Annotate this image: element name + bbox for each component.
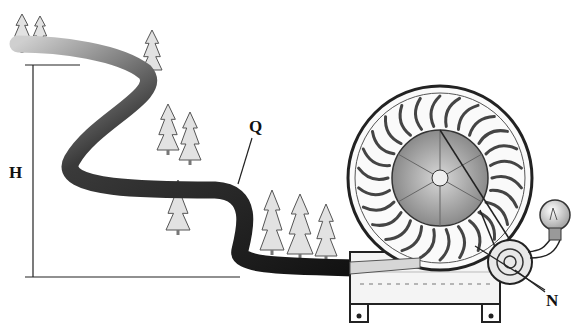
tree-icon (271, 250, 274, 255)
tree-icon (315, 204, 337, 256)
turbine-base (350, 304, 368, 322)
tree-icon (177, 230, 180, 235)
turbine-blade (373, 212, 402, 225)
tree-icon (157, 104, 179, 150)
turbine-runner (432, 170, 448, 186)
light-bulb (550, 208, 557, 220)
tree-icon (189, 160, 192, 165)
tree-icon (179, 112, 201, 160)
turbine-blade (470, 221, 480, 251)
turbine-blade (490, 161, 521, 168)
turbine-blade (446, 98, 460, 126)
turbine-blade (492, 177, 521, 188)
light-bulb (540, 200, 570, 240)
turbine-casing (355, 93, 525, 263)
wire (528, 240, 560, 258)
turbine-blade (359, 96, 522, 260)
turbine-blade (458, 227, 464, 258)
turbine-runner (398, 154, 482, 202)
turbine-runner (392, 130, 488, 226)
turbine-blade (420, 230, 434, 258)
turbine-blade (415, 98, 421, 129)
turbine-blade (431, 96, 440, 126)
turbine-blade (400, 105, 410, 135)
turbine-base (489, 314, 494, 319)
leader-line (238, 138, 545, 292)
penstock-jet (350, 258, 420, 274)
tree-icon (287, 194, 313, 254)
leader-line (238, 138, 252, 184)
wire (528, 240, 550, 252)
turbine-base (357, 314, 362, 319)
power-label: N (546, 292, 558, 309)
light-bulb (549, 228, 561, 240)
turbine-runner (398, 154, 482, 202)
turbine-runner (392, 130, 488, 226)
turbine-blade (359, 168, 388, 179)
turbine-blade (359, 188, 390, 195)
tree-icon (260, 190, 284, 250)
river (18, 44, 360, 268)
light-bulb (540, 200, 570, 230)
head-dimension (25, 64, 80, 65)
river (18, 44, 360, 268)
leader-line (475, 246, 545, 290)
generator (504, 256, 516, 268)
head-label: H (9, 164, 22, 181)
head-dimension (32, 65, 33, 277)
penstock-jet (350, 258, 420, 274)
turbine-blade (385, 117, 401, 144)
turbine-blade (479, 131, 508, 144)
head-dimension (25, 276, 240, 277)
turbine-blade (440, 230, 449, 260)
turbine-blade (363, 202, 394, 210)
flow-label: Q (249, 118, 262, 135)
turbine-blade (486, 146, 517, 154)
turbine-base (360, 284, 495, 285)
leader-line (515, 270, 545, 292)
turbine-base (482, 304, 500, 322)
tree-icon (167, 150, 170, 155)
belt (440, 130, 510, 240)
wire (530, 240, 560, 258)
